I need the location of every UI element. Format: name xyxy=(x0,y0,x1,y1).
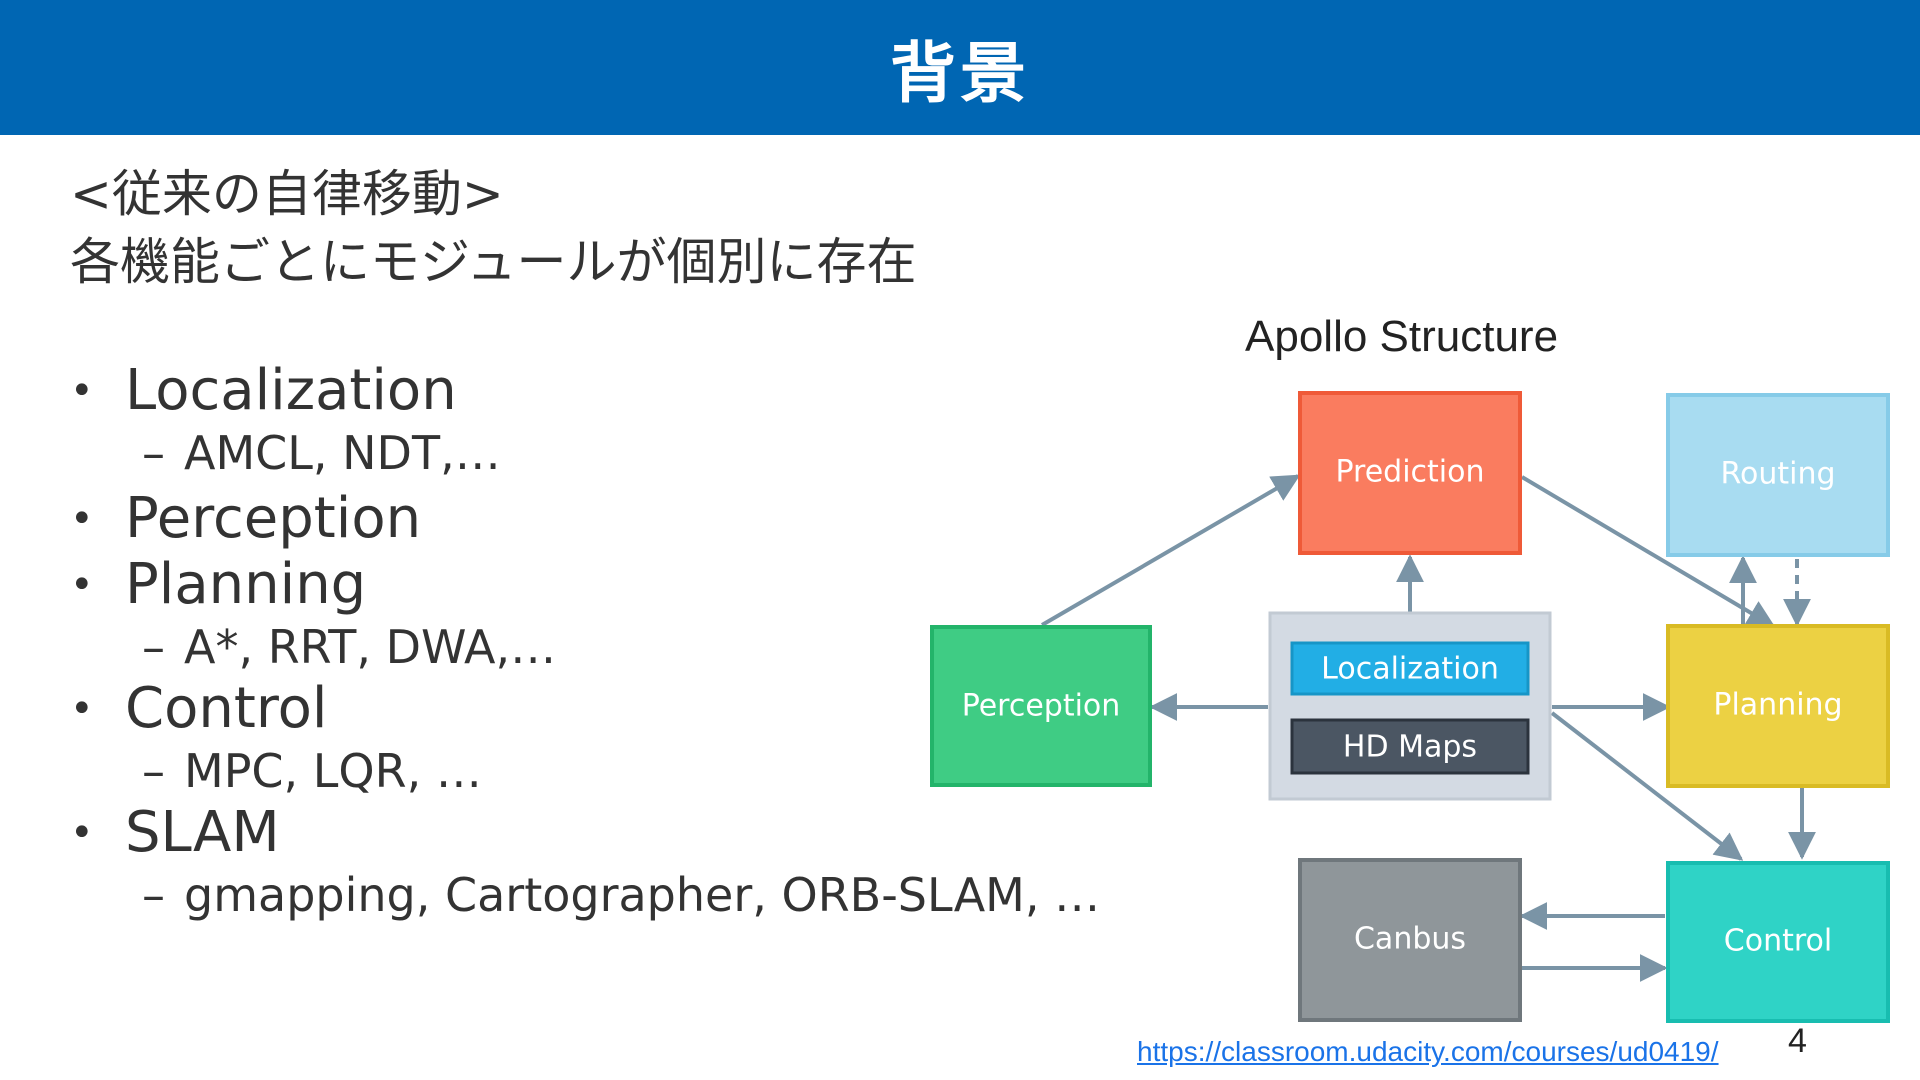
arrow-perception-to-prediction xyxy=(1040,474,1301,627)
canbus-box xyxy=(1298,858,1522,1022)
hd-maps-box xyxy=(1290,718,1530,775)
dash-glyph: – xyxy=(142,620,165,674)
apollo-structure-diagram: Prediction Routing Perception Localizati… xyxy=(930,391,1890,1023)
sub-bullet-control: –MPC, LQR, … xyxy=(70,742,1100,800)
sub-bullet-slam: –gmapping, Cartographer, ORB-SLAM, … xyxy=(70,866,1100,924)
canbus-label: Canbus xyxy=(1354,922,1466,957)
intro-line-1: <従来の自律移動> xyxy=(70,165,504,223)
dash-glyph: – xyxy=(142,868,165,922)
dash-glyph: – xyxy=(142,744,165,798)
routing-label: Routing xyxy=(1720,457,1835,492)
intro-text: <従来の自律移動> 各機能ごとにモジュールが個別に存在 xyxy=(70,160,917,296)
perception-box xyxy=(930,625,1152,787)
prediction-label: Prediction xyxy=(1335,455,1484,490)
module-list: Localization –AMCL, NDT,… Perception Pla… xyxy=(70,358,1100,924)
bullet-slam: SLAM xyxy=(70,800,1100,866)
slide-title: 背景 xyxy=(890,34,1030,112)
slide-header: 背景 xyxy=(0,0,1920,135)
sub-bullet-text: gmapping, Cartographer, ORB-SLAM, … xyxy=(184,868,1101,922)
perception-label: Perception xyxy=(962,689,1121,724)
routing-box xyxy=(1666,393,1890,557)
planning-box xyxy=(1666,624,1890,788)
bullet-perception: Perception xyxy=(70,486,1100,552)
diagram-title: Apollo Structure xyxy=(1245,312,1559,361)
intro-line-2: 各機能ごとにモジュールが個別に存在 xyxy=(70,233,917,291)
bullet-control: Control xyxy=(70,676,1100,742)
source-link[interactable]: https://classroom.udacity.com/courses/ud… xyxy=(1137,1036,1719,1067)
sub-bullet-planning: –A*, RRT, DWA,… xyxy=(70,618,1100,676)
dash-glyph: – xyxy=(142,426,165,480)
localization-box xyxy=(1290,641,1530,696)
control-label: Control xyxy=(1724,924,1832,959)
bullet-planning: Planning xyxy=(70,552,1100,618)
control-box xyxy=(1666,861,1890,1023)
diagram-arrows xyxy=(1040,474,1816,982)
prediction-box xyxy=(1298,391,1522,555)
bullet-localization: Localization xyxy=(70,358,1100,424)
sub-bullet-text: MPC, LQR, … xyxy=(184,744,482,798)
sub-bullet-text: A*, RRT, DWA,… xyxy=(184,620,557,674)
page-number: 4 xyxy=(1788,1022,1807,1060)
sub-bullet-text: AMCL, NDT,… xyxy=(184,426,501,480)
sub-bullet-localization: –AMCL, NDT,… xyxy=(70,424,1100,482)
localization-label: Localization xyxy=(1321,652,1499,687)
hd-maps-label: HD Maps xyxy=(1343,730,1477,765)
arrow-group-to-control xyxy=(1550,711,1744,861)
arrow-prediction-to-planning xyxy=(1520,475,1776,628)
planning-label: Planning xyxy=(1713,688,1842,723)
